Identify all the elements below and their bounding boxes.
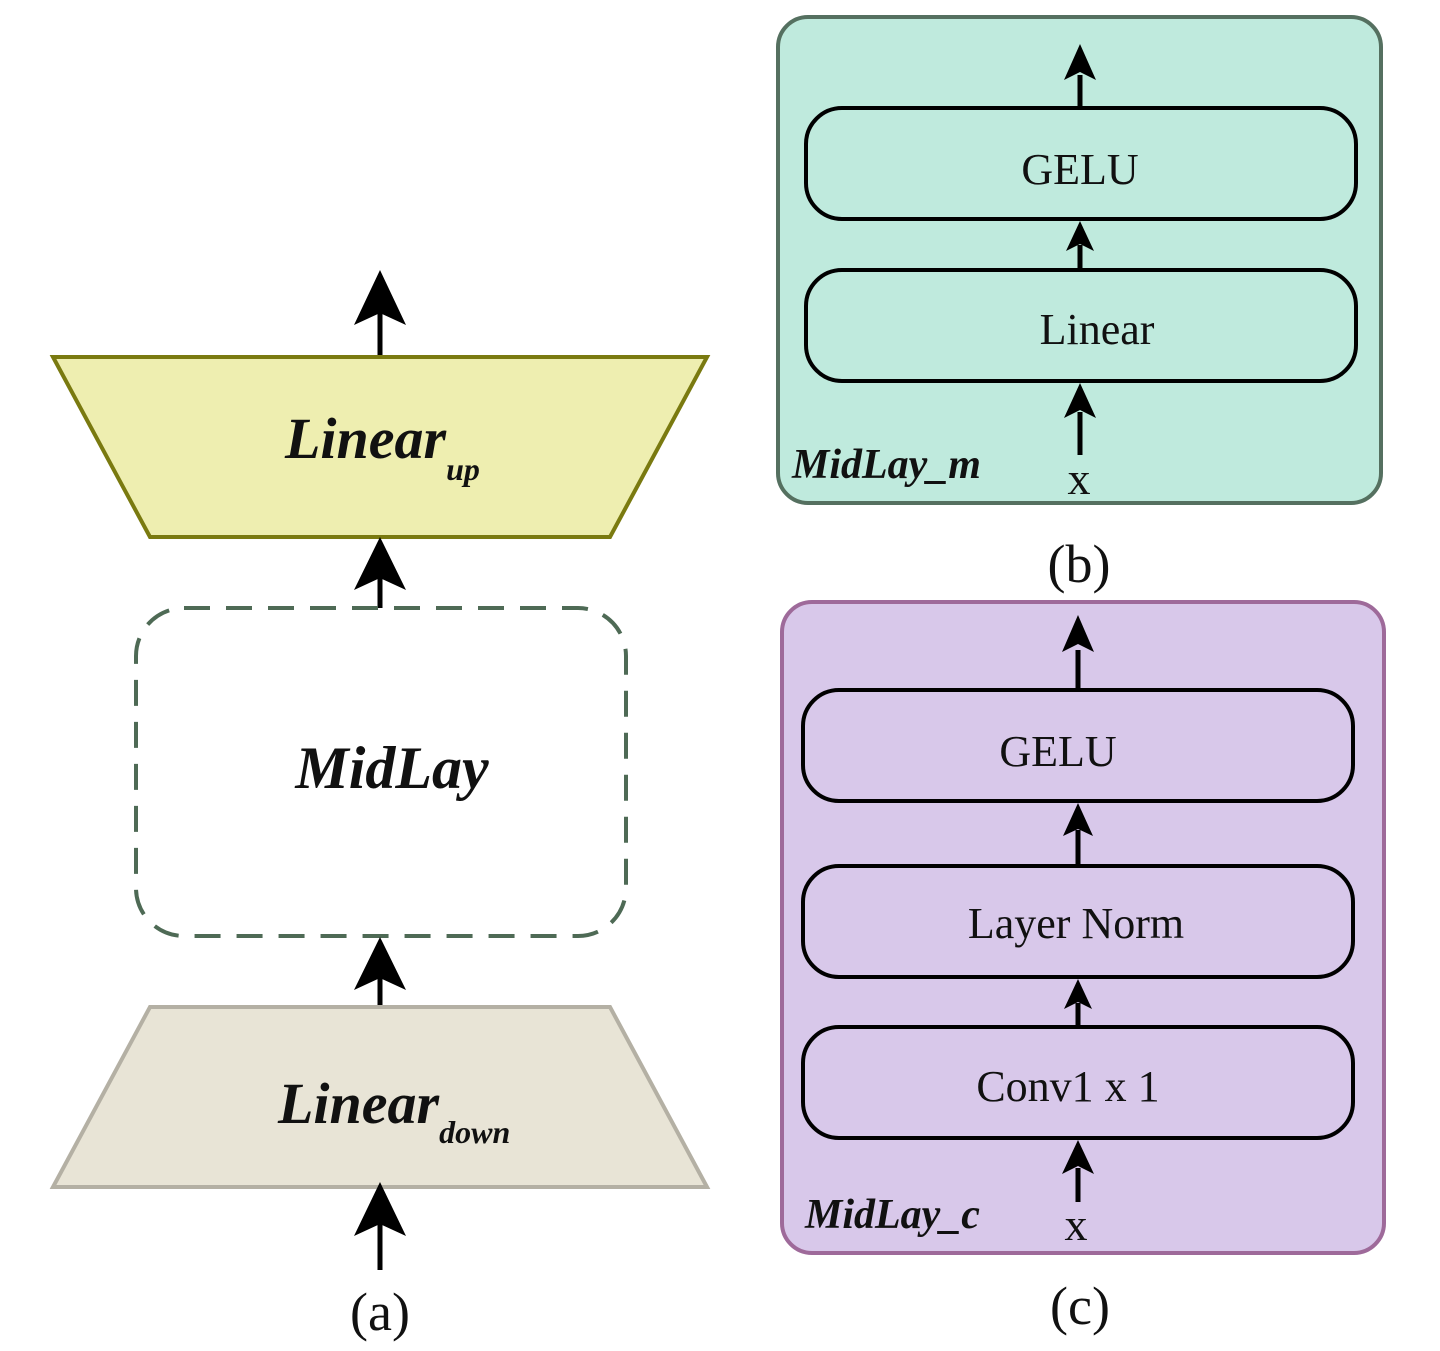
conv-block [801,1025,1355,1140]
arrow-up-icon [1064,383,1096,455]
panel-b: GELU Linear MidLay_m x (b) [776,15,1383,594]
midlay-m-label: MidLay_m [791,442,981,488]
arrow-up-icon [354,270,406,358]
input-x-label: x [1068,453,1091,504]
gelu-label: GELU [999,727,1116,776]
midlay-block [134,606,628,938]
arrow-up-icon [354,937,406,1007]
linear-label: Linear [1040,305,1155,354]
panel-a: Linearup MidLay Lineardown (a) [49,270,711,1342]
panel-c: GELU Layer Norm Conv1 x 1 MidLay_c x (c) [780,600,1386,1336]
arrow-up-icon [1064,979,1092,1027]
linear-up-label: Linearup [284,406,480,487]
gelu-label: GELU [1021,145,1138,194]
gelu-block [804,106,1358,221]
arrow-up-icon [354,1182,406,1270]
arrow-up-icon [354,537,406,610]
layer-norm-label: Layer Norm [968,899,1184,948]
conv-label: Conv1 x 1 [976,1062,1159,1111]
arrow-up-icon [1066,221,1094,270]
linear-up-block [49,355,711,539]
arrow-up-icon [1062,615,1094,690]
arrow-up-icon [1062,1140,1094,1202]
gelu-block [801,688,1355,803]
caption-c: (c) [1050,1276,1110,1336]
caption-a: (a) [350,1282,410,1342]
input-x-label: x [1065,1199,1088,1250]
midlay-c-label: MidLay_c [804,1192,980,1238]
arrow-up-icon [1064,44,1096,108]
arrow-up-icon [1063,803,1093,866]
linear-down-label: Lineardown [277,1071,510,1150]
layer-norm-block [801,864,1355,979]
midlay-label: MidLay [294,735,489,801]
caption-b: (b) [1048,534,1111,594]
linear-down-block [49,1005,711,1189]
linear-block [804,268,1358,383]
